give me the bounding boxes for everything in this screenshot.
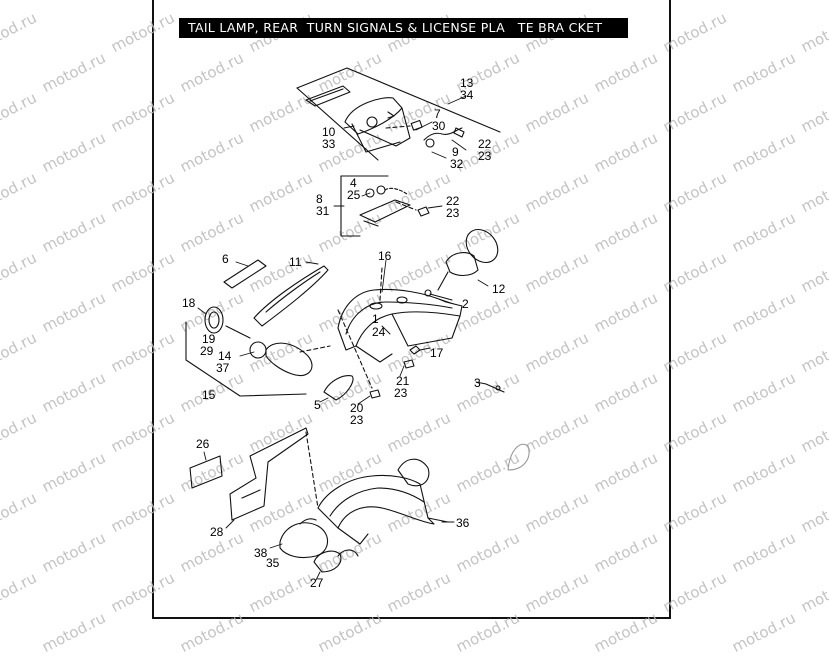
callout-c23d: 23 [350, 413, 364, 427]
callout-c36: 36 [456, 516, 470, 530]
lower-plate-bracket [229, 427, 319, 521]
lower-lens [313, 549, 359, 573]
tail-lamp-lens [305, 85, 351, 107]
callout-c23c: 23 [394, 386, 408, 400]
callout-c20: 20 [350, 401, 364, 415]
callout-c30: 30 [432, 119, 446, 133]
callout-c22a: 22 [478, 137, 492, 151]
callout-c2: 2 [462, 297, 469, 311]
callout-c13: 13 [460, 76, 474, 90]
callout-c1: 1 [372, 312, 379, 326]
callout-c27: 27 [310, 576, 324, 590]
callout-c11: 11 [289, 255, 302, 269]
callout-c22b: 22 [446, 194, 460, 208]
callout-c9: 9 [452, 145, 459, 159]
callout-c18: 18 [182, 296, 196, 310]
callout-c8: 8 [316, 192, 323, 206]
callout-c38: 38 [254, 546, 268, 560]
callout-c24: 24 [372, 325, 386, 339]
bolt [485, 383, 505, 393]
diagram-title: TAIL LAMP, REAR TURN SIGNALS & LICENSE P… [179, 18, 628, 38]
callout-c29: 29 [200, 344, 214, 358]
callout-c34: 34 [460, 88, 474, 102]
callout-c12: 12 [492, 282, 506, 296]
license-lamp-group-outline [340, 175, 389, 237]
tail-lamp-socket-wire [385, 119, 465, 148]
reflector-plate [223, 259, 267, 289]
callout-c21: 21 [396, 374, 410, 388]
leader-lines [197, 95, 489, 581]
callout-c10: 10 [322, 125, 336, 139]
callout-c17: 17 [430, 346, 444, 360]
diagram-sheet [152, 0, 671, 619]
lower-license-bracket [317, 458, 449, 545]
callout-c3: 3 [474, 376, 481, 390]
callout-c35: 35 [266, 556, 280, 570]
callout-c4: 4 [350, 176, 357, 190]
license-lamp [359, 185, 430, 227]
callout-c26: 26 [196, 437, 210, 451]
callout-c28: 28 [210, 525, 224, 539]
callout-c23b: 23 [446, 206, 460, 220]
lower-reflector-plate [189, 455, 223, 489]
license-plate-lens [253, 265, 329, 327]
exploded-parts-drawing [185, 67, 530, 581]
callout-c5: 5 [314, 398, 321, 412]
callout-c19: 19 [202, 332, 216, 346]
screw [424, 289, 453, 301]
callout-c23a: 23 [478, 149, 492, 163]
right-turn-signal [437, 228, 499, 291]
upper-license-bracket [337, 267, 463, 363]
callout-c15: 15 [202, 388, 216, 402]
signal-group-outline [185, 321, 307, 397]
left-turn-signal [204, 306, 331, 376]
callout-c31: 31 [316, 204, 330, 218]
callout-c16: 16 [378, 249, 392, 263]
callout-c14: 14 [218, 349, 232, 363]
callout-c6: 6 [222, 252, 229, 266]
callout-c37: 37 [216, 361, 230, 375]
callout-c7: 7 [434, 107, 441, 121]
tail-lamp-housing [344, 97, 411, 153]
faded-component [507, 443, 530, 471]
callout-c32: 32 [450, 157, 464, 171]
lower-reflector [323, 375, 354, 401]
callout-c33: 33 [322, 137, 336, 151]
callout-c25: 25 [347, 188, 361, 202]
lower-turn-signal [279, 518, 329, 559]
nut-hardware [337, 309, 421, 399]
